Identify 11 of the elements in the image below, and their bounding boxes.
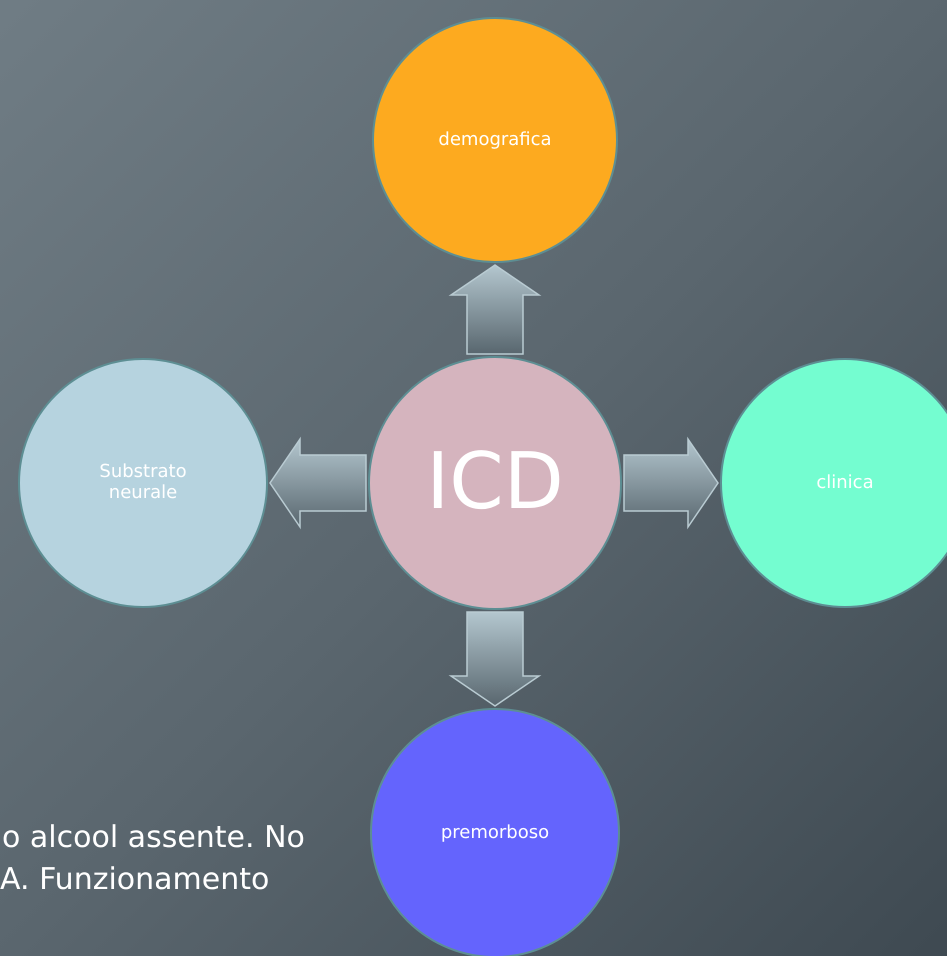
block-arrow [269, 436, 367, 530]
note-text: o alcool assente. No [2, 820, 305, 855]
node-label: Substrato neurale [98, 462, 188, 504]
block-arrow [623, 436, 719, 530]
block-arrow [448, 611, 542, 707]
node-label: clinica [816, 472, 874, 494]
block-arrow [448, 264, 542, 355]
note-text: A. Funzionamento [0, 862, 270, 897]
node-label: premorboso [440, 822, 550, 844]
node-label: demografica [438, 130, 552, 150]
node-label: ICD [426, 438, 564, 528]
